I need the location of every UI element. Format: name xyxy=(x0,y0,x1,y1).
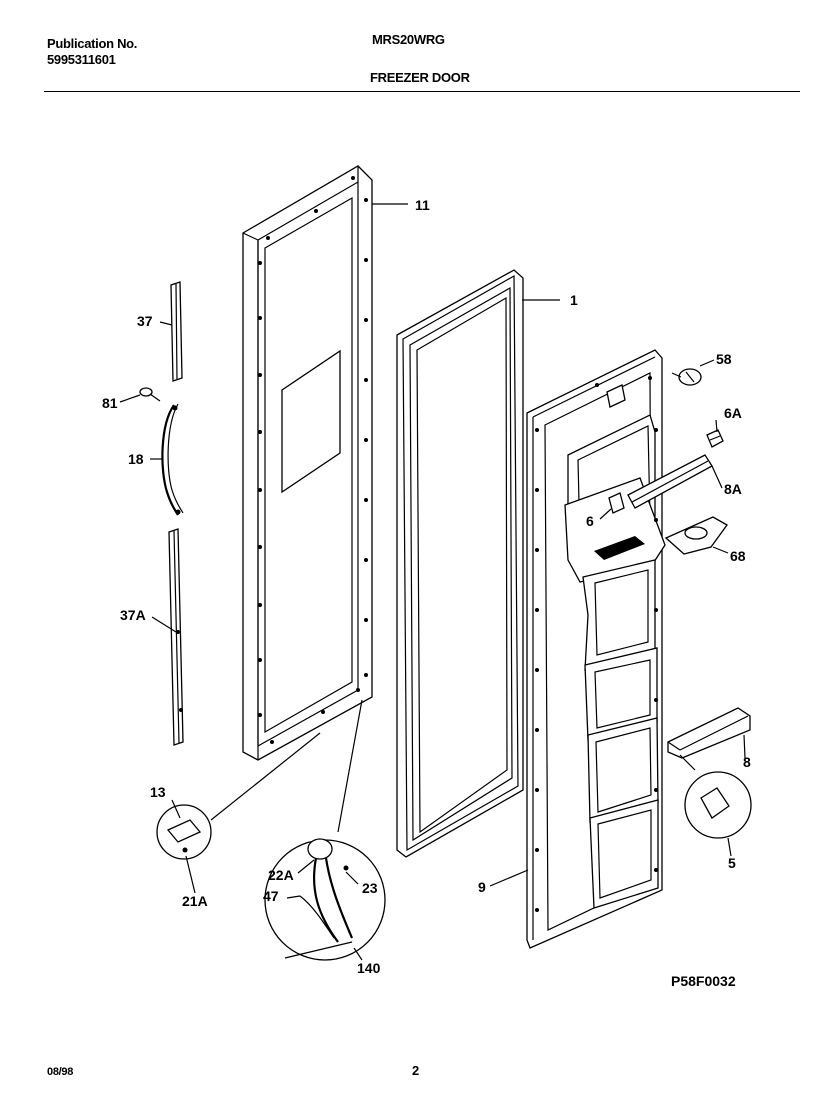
diagram-code: P58F0032 xyxy=(671,973,736,989)
publication-label: Publication No. xyxy=(47,36,138,51)
callout-22A: 22A xyxy=(268,867,294,883)
model-number: MRS20WRG xyxy=(372,32,445,47)
callout-37A: 37A xyxy=(120,607,146,623)
detail-circle-wiring xyxy=(264,699,386,961)
callout-23: 23 xyxy=(362,880,378,896)
clip-6-icon xyxy=(608,492,625,514)
callout-58: 58 xyxy=(716,351,732,367)
callout-81: 81 xyxy=(102,395,118,411)
callout-13: 13 xyxy=(150,784,166,800)
callout-21A: 21A xyxy=(182,893,208,909)
handle-18-icon xyxy=(161,403,184,516)
callout-68: 68 xyxy=(730,548,746,564)
door-liner-9 xyxy=(526,349,666,949)
callout-8: 8 xyxy=(743,754,751,770)
callout-47: 47 xyxy=(263,888,279,904)
callout-8A: 8A xyxy=(724,481,742,497)
door-panel-11 xyxy=(242,165,373,761)
detail-circle-5 xyxy=(679,754,752,839)
callout-6: 6 xyxy=(586,513,594,529)
clip-6A-icon xyxy=(706,429,724,448)
trim-37-icon xyxy=(170,281,183,382)
callout-37: 37 xyxy=(137,313,153,329)
callout-11: 11 xyxy=(415,197,430,213)
callout-18: 18 xyxy=(128,451,144,467)
trim-37A-icon xyxy=(168,528,184,746)
callout-5: 5 xyxy=(728,855,736,871)
section-title: FREEZER DOOR xyxy=(370,70,470,85)
callout-140: 140 xyxy=(357,960,381,976)
publication-number: 5995311601 xyxy=(47,52,116,67)
callout-9: 9 xyxy=(478,879,486,895)
page-number: 2 xyxy=(412,1063,419,1078)
detail-circle-13 xyxy=(156,732,321,860)
revision-date: 08/98 xyxy=(47,1066,74,1078)
leader-lines xyxy=(119,203,746,961)
callout-6A: 6A xyxy=(724,405,742,421)
callout-1: 1 xyxy=(570,292,578,308)
dispenser-68-icon xyxy=(664,516,728,555)
header-divider xyxy=(44,91,800,92)
screw-81-icon xyxy=(139,387,161,402)
door-gasket-1 xyxy=(396,269,524,858)
bin-bar-8-icon xyxy=(667,707,751,759)
screw-58-icon xyxy=(671,368,702,386)
